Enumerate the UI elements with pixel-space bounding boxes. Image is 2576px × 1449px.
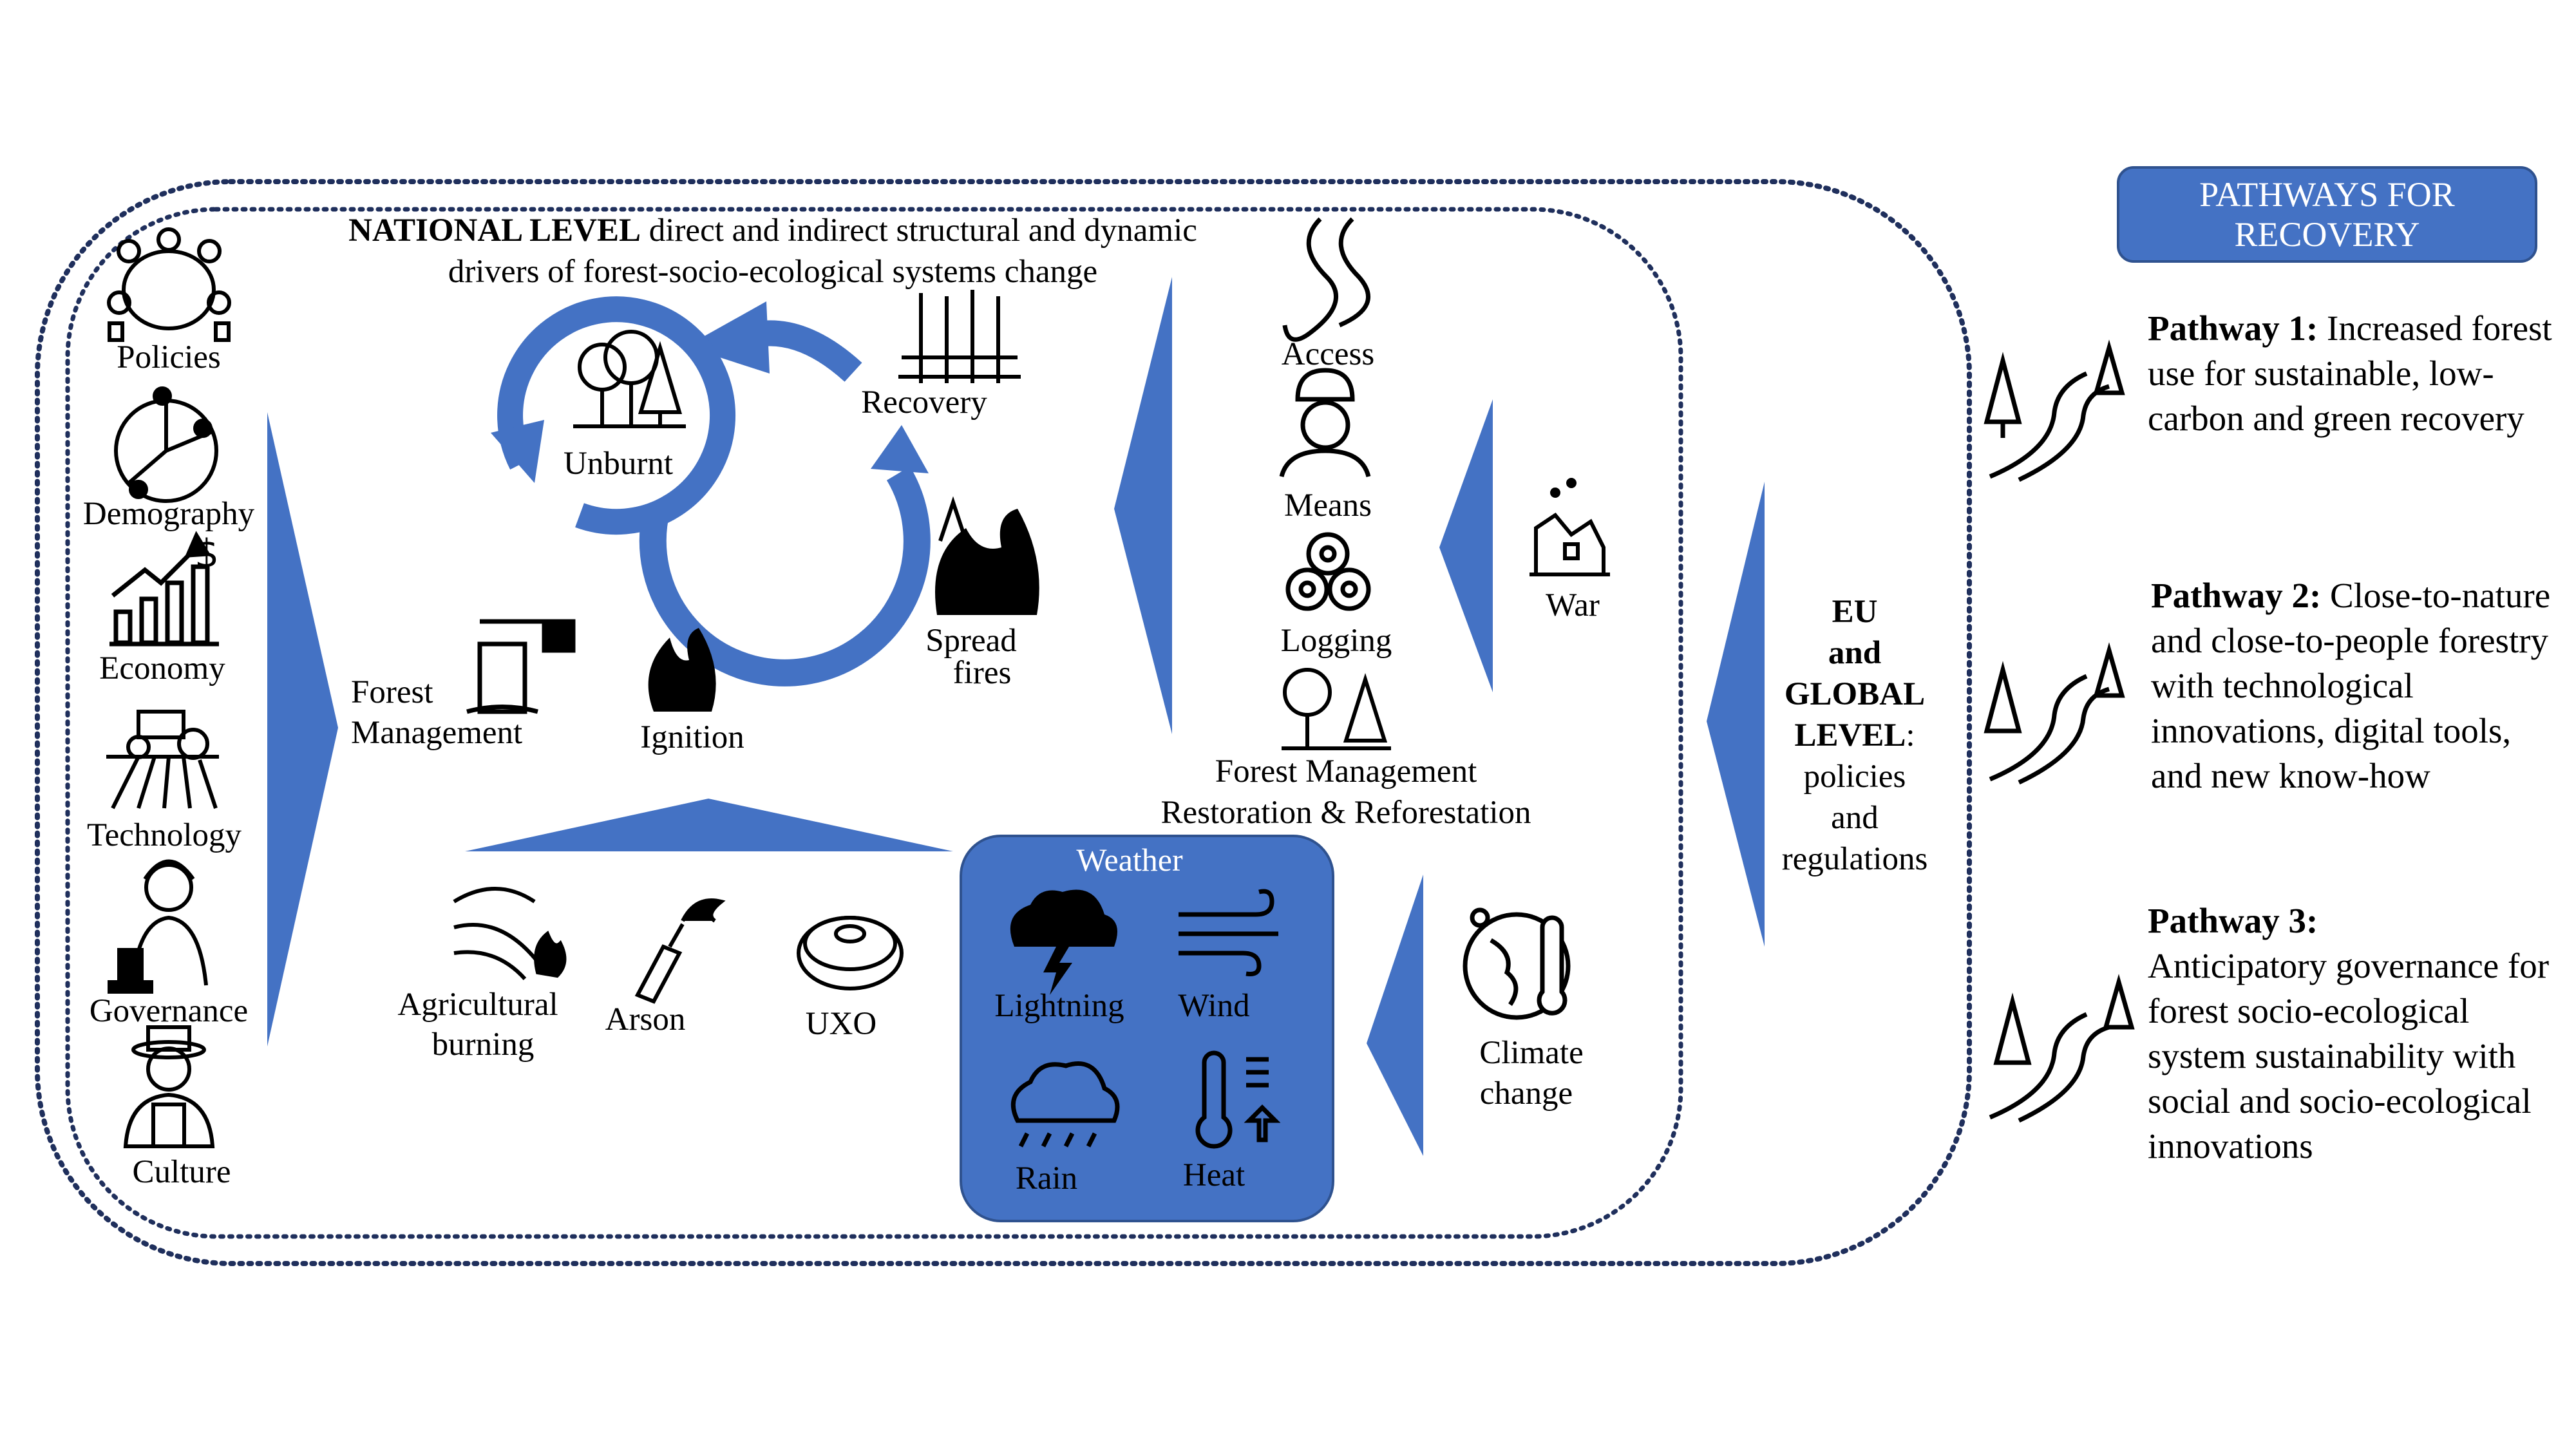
eu-line-7: regulations (1781, 841, 1928, 877)
pathway-1-label: Pathway 1: (2148, 308, 2318, 348)
cycle-arrows (491, 296, 931, 687)
national-level-frame (65, 207, 1683, 1239)
pathway-1: Pathway 1: Increased forest use for sust… (2148, 306, 2560, 441)
pathway-2-label: Pathway 2: (2151, 576, 2322, 615)
label-demography: Demography (82, 496, 255, 532)
recovery-to-unburnt-arrowhead (686, 301, 770, 374)
label-wind: Wind (1178, 988, 1250, 1024)
firefighter-icon (1279, 368, 1371, 478)
middle-drivers-arrow (1114, 277, 1172, 734)
landmine-icon (797, 916, 904, 990)
label-forest-management-2: Management (351, 715, 523, 751)
label-logging: Logging (1280, 623, 1392, 659)
winding-road-icon (1984, 642, 2125, 785)
dead-trees-icon (898, 290, 1021, 383)
rain-cloud-icon (1010, 1061, 1120, 1148)
national-level-title: NATIONAL LEVEL direct and indirect struc… (309, 210, 1236, 292)
forest-icon (573, 330, 686, 428)
pathway-1-text: Increased forest use for sustainable, lo… (2148, 308, 2552, 438)
demography-pie-icon (114, 386, 218, 503)
globe-thermometer-icon (1463, 907, 1571, 1020)
eu-line-5: policies (1803, 759, 1906, 795)
fire-icon (648, 628, 716, 712)
label-culture: Culture (132, 1154, 231, 1190)
big-loop-arrow (639, 466, 931, 687)
forest-management-icon (1282, 668, 1391, 750)
eu-line-1: EU (1832, 594, 1878, 630)
storm-cloud-icon (1010, 889, 1117, 995)
label-agricultural-1: Agricultural (397, 987, 558, 1023)
label-forest-mgmt-2: Restoration & Reforestation (1160, 795, 1531, 831)
war-ruins-icon (1530, 478, 1610, 576)
national-level-title-rest: direct and indirect structural and dynam… (448, 213, 1197, 290)
label-policies: Policies (117, 339, 221, 375)
label-technology: Technology (86, 817, 242, 853)
left-loop-arrowhead (491, 420, 544, 483)
eu-line-4-suffix: : (1906, 717, 1915, 753)
weather-title: Weather (1076, 842, 1183, 878)
label-uxo: UXO (805, 1006, 877, 1042)
war-arrow (1439, 399, 1493, 692)
label-arson: Arson (605, 1001, 686, 1037)
label-unburnt: Unburnt (564, 446, 673, 482)
label-climate-2: change (1479, 1075, 1573, 1112)
label-heat: Heat (1182, 1157, 1245, 1193)
stump-axe-icon (466, 619, 576, 714)
road-icon (1282, 217, 1371, 342)
svg-text:$: $ (194, 531, 219, 576)
eu-line-6: and (1831, 800, 1879, 836)
pathways-header-text: PATHWAYS FOR RECOVERY (2199, 175, 2455, 254)
label-lightning: Lightning (994, 988, 1124, 1024)
farmer-icon (123, 1025, 215, 1148)
flame-icon (935, 496, 1039, 615)
pathway-3-label: Pathway 3: (2148, 901, 2318, 940)
wind-icon (1179, 889, 1278, 976)
pathway-2: Pathway 2: Close-to-nature and close-to-… (2151, 573, 2563, 799)
thermometer-icon (1195, 1050, 1281, 1149)
eu-line-3: GLOBAL (1784, 676, 1926, 712)
label-means: Means (1284, 488, 1372, 524)
left-loop-arrow (497, 296, 736, 535)
label-ignition: Ignition (640, 719, 744, 755)
left-drivers-arrow (267, 412, 338, 1046)
label-forest-management-1: Forest (351, 674, 433, 710)
label-spread-fires-1: Spread (925, 623, 1017, 659)
label-agricultural-2: burning (431, 1027, 535, 1063)
tractor-icon (106, 710, 219, 810)
climate-arrow (1367, 875, 1423, 1156)
winding-road-icon (1984, 339, 2125, 482)
meeting-table-icon (107, 227, 231, 342)
eu-global-level-label: EU and GLOBAL LEVEL: policies and regula… (1782, 591, 1928, 880)
label-recovery: Recovery (861, 384, 987, 421)
eu-line-4: LEVEL (1794, 717, 1906, 753)
label-forest-mgmt-1: Forest Management (1215, 753, 1477, 790)
pathway-3-text: Anticipatory governance for forest socio… (2148, 946, 2550, 1166)
field-burning-icon (453, 887, 567, 981)
pathways-header: PATHWAYS FOR RECOVERY (2117, 166, 2537, 263)
label-climate-1: Climate (1479, 1035, 1584, 1071)
eu-line-2: and (1828, 635, 1882, 671)
eu-level-frame (35, 179, 1972, 1266)
judge-icon (108, 859, 208, 994)
label-spread-fires-2: fires (952, 655, 1012, 691)
label-economy: Economy (99, 650, 225, 687)
label-governance: Governance (89, 993, 249, 1029)
label-rain: Rain (1015, 1160, 1078, 1197)
label-access: Access (1281, 336, 1375, 372)
big-loop-arrowhead (871, 425, 929, 473)
label-war: War (1546, 587, 1600, 623)
growth-chart-icon: $ (109, 531, 219, 647)
national-level-title-bold: NATIONAL LEVEL (348, 213, 641, 249)
pathway-2-text: Close-to-nature and close-to-people fore… (2151, 576, 2551, 795)
winding-road-icon (1989, 974, 2135, 1123)
molotov-icon (634, 898, 726, 1004)
pathway-3: Pathway 3: Anticipatory governance for f… (2148, 898, 2560, 1169)
eu-level-arrow (1707, 482, 1765, 947)
ignition-sources-arrow (465, 799, 953, 851)
logs-icon (1285, 532, 1371, 611)
